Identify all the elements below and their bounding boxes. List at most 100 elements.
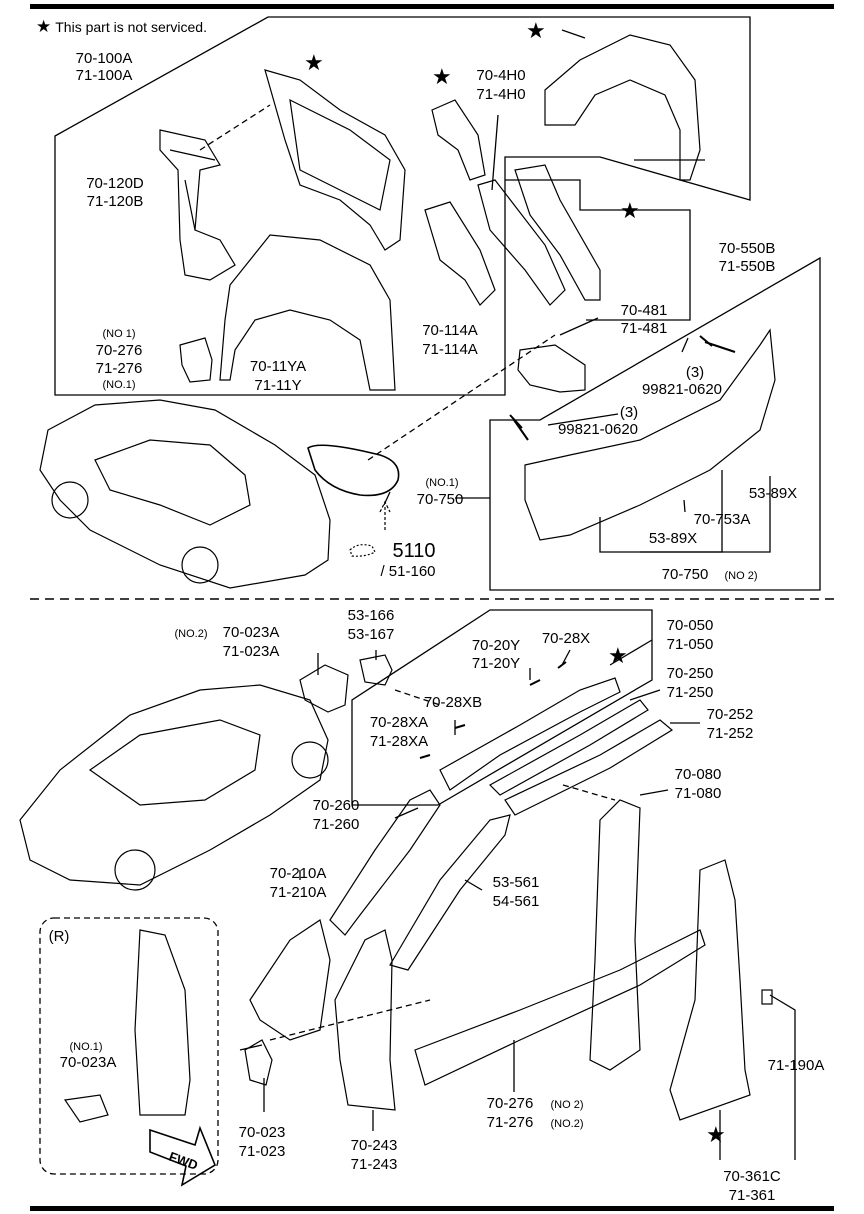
label-70-080: 70-080 (674, 766, 722, 783)
part-70-4H0-strip (477, 179, 566, 306)
part-70-550B (514, 164, 601, 301)
label-71-276: 71-276 (95, 360, 143, 377)
label-70-750: 70-750 (416, 491, 464, 508)
part-70-120D (159, 129, 236, 281)
label-71-120B: 71-120B (86, 193, 144, 210)
label-70-250: 70-250 (666, 665, 714, 682)
bolt-icon-a (699, 335, 736, 353)
label-71-210A: 71-210A (269, 884, 327, 901)
label-71-190A: 71-190A (767, 1057, 825, 1074)
label-70-050: 70-050 (666, 617, 714, 634)
label-70-550B: 70-550B (718, 240, 776, 257)
label-70-361C: 70-361C (723, 1168, 781, 1185)
lower-car-outline (19, 684, 329, 886)
label-71-023: 71-023 (238, 1143, 286, 1160)
label-no1: (NO 1) (102, 328, 136, 340)
label-70-481: 70-481 (620, 302, 668, 319)
star-icon: ★ (706, 1122, 726, 1147)
part-70-250 (489, 699, 649, 796)
label-no1: (NO.1) (425, 477, 459, 489)
part-70-080 (589, 799, 641, 1071)
group-outline-lower (351, 609, 653, 806)
label-70-4H0: 70-4H0 (476, 67, 526, 84)
label-70-276: 70-276 (95, 342, 143, 359)
star-icon: ★ (608, 643, 628, 668)
label-70-28XB: 70-28XB (423, 694, 483, 711)
label-70-210A: 70-210A (269, 865, 327, 882)
part-70-243 (334, 929, 396, 1111)
label-71-20Y: 71-20Y (471, 655, 521, 672)
part-r-bracket (63, 1094, 109, 1123)
part-5110-lamp (307, 444, 400, 497)
fwd-label: FWD (167, 1149, 200, 1173)
label-70-023A: 70-023A (59, 1054, 117, 1071)
label-70-114A: 70-114A (422, 322, 478, 339)
label-70-20Y: 70-20Y (471, 637, 521, 654)
label-70-11YA: 70-11YA (249, 358, 307, 375)
part-70-023A (299, 664, 349, 713)
label-qty: (3) (619, 404, 639, 421)
label-71-050: 71-050 (666, 636, 714, 653)
label-54-561: 54-561 (492, 893, 540, 910)
label-no2: (NO.2) (550, 1118, 584, 1130)
label-qty: (3) (685, 364, 705, 381)
label-70-023A: 70-023A (222, 624, 280, 641)
label-70-120D: 70-120D (86, 175, 144, 192)
bottom-rule (30, 1206, 834, 1211)
bulb-icon (349, 544, 376, 557)
label-53-167: 53-167 (347, 626, 395, 643)
label-71-260: 71-260 (312, 816, 360, 833)
label-70-753A: 70-753A (693, 511, 751, 528)
label-71-481: 71-481 (620, 320, 668, 337)
part-70-114A (424, 201, 496, 306)
label-70-276: 70-276 (486, 1095, 534, 1112)
label-no2: (NO.2) (174, 628, 208, 640)
label-53-166: 53-166 (347, 607, 395, 624)
part-70-023 (244, 1039, 273, 1086)
group-outline-750 (489, 256, 821, 591)
star-icon: ★ (526, 18, 546, 43)
part-starred-wheelhouse (544, 34, 701, 181)
label-71-4H0: 71-4H0 (476, 86, 526, 103)
part-70-100A (264, 69, 406, 251)
star-icon: ★ (304, 50, 324, 75)
part-70-481 (517, 344, 586, 393)
label-70-260: 70-260 (312, 797, 360, 814)
part-70-276-sill (414, 929, 706, 1086)
label-70-023: 70-023 (238, 1124, 286, 1141)
top-rule (30, 4, 834, 9)
label-71-100A: 71-100A (75, 67, 133, 84)
bolt-icon-b (509, 414, 529, 441)
label-71-361: 71-361 (728, 1187, 776, 1204)
label-53-561: 53-561 (492, 874, 540, 891)
label-71-252: 71-252 (706, 725, 754, 742)
label-no2: (NO 2) (724, 570, 758, 582)
upper-car-outline (39, 399, 331, 589)
notice-text: This part is not serviced. (55, 19, 207, 35)
label-71-276: 71-276 (486, 1114, 534, 1131)
part-53-166 (359, 654, 393, 686)
part-53-561 (389, 814, 511, 971)
label-r: (R) (48, 928, 70, 945)
part-70-4H0 (431, 99, 486, 181)
part-70-11YA (219, 234, 396, 391)
label-bolt-99821-0620: 99821-0620 (557, 421, 639, 438)
part-70-276-no1 (179, 337, 213, 383)
label-71-243: 71-243 (350, 1156, 398, 1173)
label-70-28X: 70-28X (541, 630, 591, 647)
label-71-023A: 71-023A (222, 643, 280, 660)
part-70-252 (504, 719, 674, 816)
group-outline-upper (54, 16, 751, 396)
notice: ★This part is not serviced. (36, 17, 207, 37)
label-70-243: 70-243 (350, 1137, 398, 1154)
label-no1: (NO.1) (69, 1041, 103, 1053)
label-71-28XA: 71-28XA (369, 733, 429, 750)
label-51-160: / 51-160 (380, 563, 436, 580)
star-icon: ★ (432, 64, 452, 89)
star-icon: ★ (620, 198, 640, 223)
label-71-114A: 71-114A (422, 341, 478, 358)
label-no1: (NO.1) (102, 379, 136, 391)
label-no2: (NO 2) (550, 1099, 584, 1111)
part-70-210A (249, 919, 331, 1041)
label-71-250: 71-250 (666, 684, 714, 701)
